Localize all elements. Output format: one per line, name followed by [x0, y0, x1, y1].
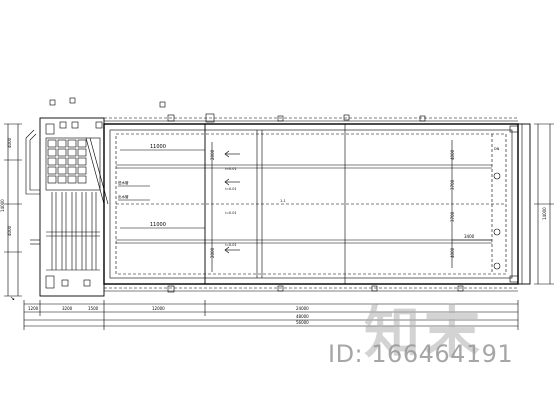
right-dimension-chain: 14000: [534, 123, 554, 285]
section-mark: ↘: [10, 295, 15, 302]
inner-dims: 11000 11000 2000 2000 4000 3700 3700 400…: [118, 140, 492, 272]
slope-label-1: i=0.01: [225, 167, 237, 171]
bottom-dim-a: 1200: [28, 306, 39, 311]
center-mark: 1-1: [280, 199, 286, 203]
right-dim-total: 14000: [542, 207, 547, 220]
bottom-dim-mid: 24000: [296, 306, 309, 311]
left-dimension-chain: 4000 14000 4000 ↘: [0, 123, 22, 302]
dim-right-low: 4000: [450, 247, 455, 258]
slope-label-3: i=0.01: [225, 211, 237, 215]
pipe-label-upper: 进水管: [118, 180, 129, 185]
flow-marks: [118, 150, 240, 254]
bottom-dim-total2: 56000: [296, 320, 309, 325]
inner-pipes: [116, 164, 506, 244]
left-dim-b: 4000: [7, 225, 12, 236]
left-dim-total: 14000: [0, 199, 5, 212]
edge-equipment: [167, 113, 464, 293]
screen-grid: [47, 139, 87, 184]
watermark-id: ID: 166464191: [328, 340, 514, 368]
dim-right-top: 4000: [450, 149, 455, 160]
bottom-dim-total1: 48000: [296, 314, 309, 319]
watermark-logo: 知末: [364, 301, 484, 366]
ring-mark-label: DN: [494, 147, 500, 151]
bottom-dim-b: 3200: [62, 306, 73, 311]
left-equipment-block: [25, 97, 166, 297]
bottom-dim-c: 1500: [88, 306, 99, 311]
left-dim-a: 4000: [7, 137, 12, 148]
slope-label-4: i=0.01: [225, 243, 237, 247]
bottom-dimension-chain: 1200 3200 1500 12000 24000 48000 56000: [23, 300, 519, 330]
slope-label-2: i=0.01: [225, 187, 237, 191]
dim-top-left: 11000: [150, 144, 166, 150]
dim-right-mid2: 3700: [450, 211, 455, 222]
dim-right-mid1: 3700: [450, 179, 455, 190]
dim-mid-left: 11000: [150, 222, 166, 228]
bottom-dim-left: 12000: [152, 306, 165, 311]
right-structure: DN: [493, 123, 531, 285]
dim-side-1: 2000: [210, 149, 215, 160]
dim-side-2: 2000: [210, 247, 215, 258]
dim-right-3400: 3400: [464, 234, 475, 239]
pipe-label-lower: 出水管: [118, 194, 129, 199]
top-pipes: [104, 117, 518, 292]
